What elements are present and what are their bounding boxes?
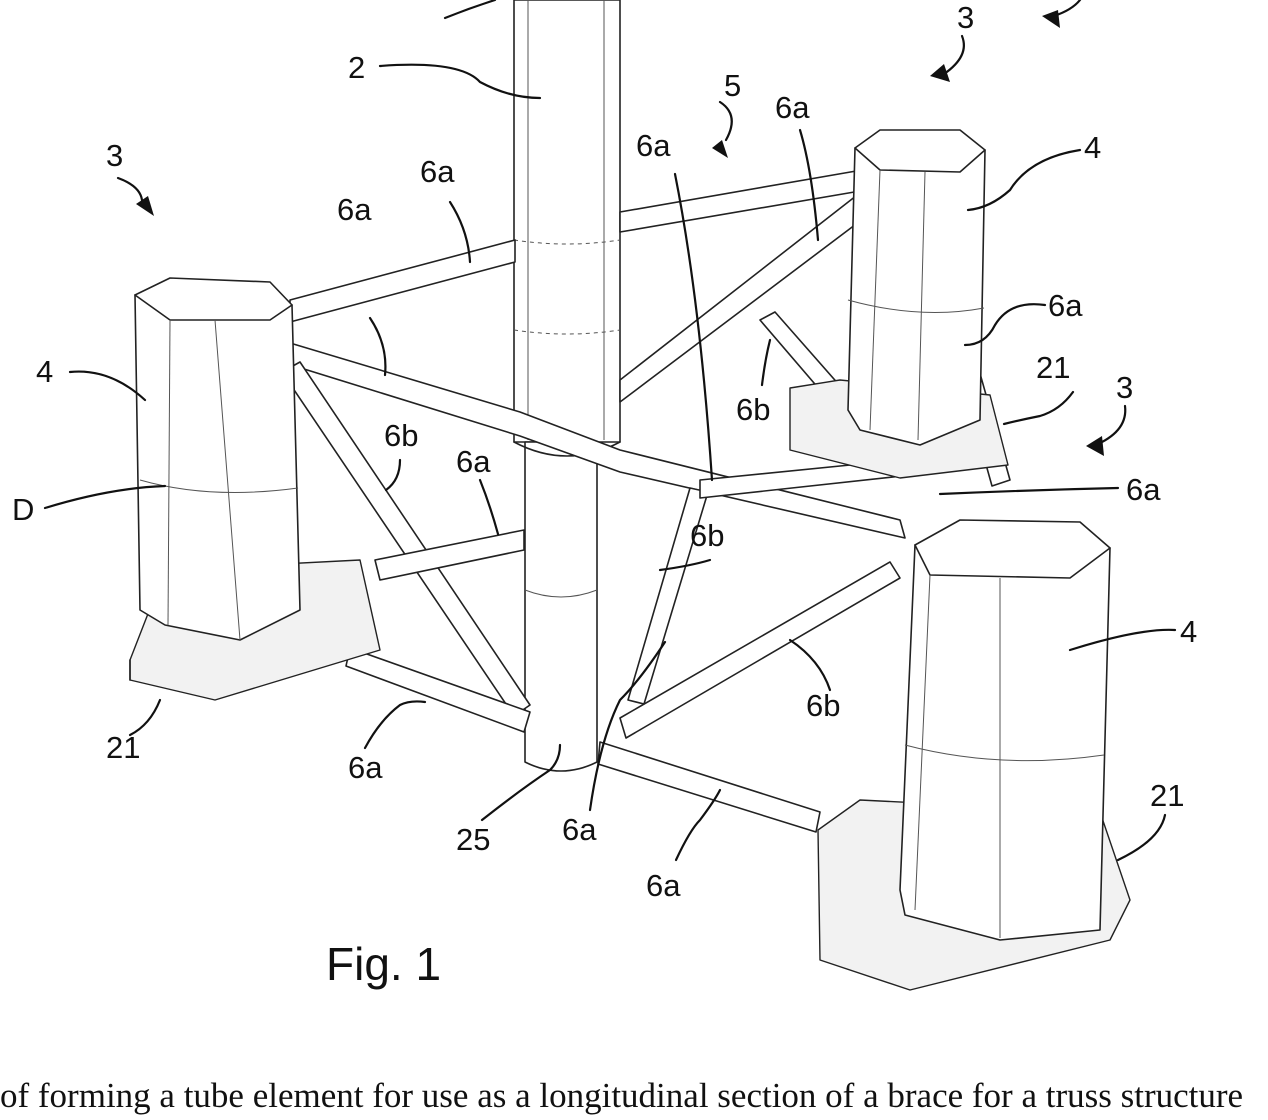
- label-base-right: 21: [1036, 350, 1070, 385]
- label-brace-6b-1: 6b: [384, 418, 418, 453]
- label-node-right-top: 3: [957, 0, 974, 35]
- label-diameter: D: [12, 492, 34, 527]
- label-brace-6b-3: 6b: [690, 518, 724, 553]
- label-node-right-mid: 3: [1116, 370, 1133, 405]
- arrow-left-node: [136, 196, 154, 216]
- label-column-right-front: 4: [1180, 614, 1197, 649]
- label-brace-6a-3: 6a: [636, 128, 671, 163]
- central-tower: [514, 0, 620, 771]
- label-node-left: 3: [106, 138, 123, 173]
- label-brace-6b-2: 6b: [736, 392, 770, 427]
- label-brace-6a-1: 6a: [420, 154, 455, 189]
- label-brace-6a-9: 6a: [562, 812, 597, 847]
- arrow-right-mid-node: [1086, 436, 1104, 456]
- arrow-top-corner: [1042, 10, 1060, 28]
- figure-caption: Fig. 1: [326, 938, 441, 990]
- label-base-left: 21: [106, 730, 140, 765]
- body-text-line: of forming a tube element for use as a l…: [0, 1074, 1268, 1118]
- arrow-truss: [712, 140, 728, 158]
- arrow-right-top-node: [930, 64, 950, 82]
- columns: [135, 130, 1110, 940]
- label-truss: 5: [724, 68, 741, 103]
- label-brace-6a-4: 6a: [775, 90, 810, 125]
- label-base-front: 21: [1150, 778, 1184, 813]
- label-column-left: 4: [36, 354, 53, 389]
- label-column-right-top: 4: [1084, 130, 1101, 165]
- label-tower: 2: [348, 50, 365, 85]
- label-brace-6b-4: 6b: [806, 688, 840, 723]
- label-brace-6a-2: 6a: [337, 192, 372, 227]
- label-brace-6a-6: 6a: [456, 444, 491, 479]
- label-brace-6a-5: 6a: [1048, 288, 1083, 323]
- label-brace-6a-8: 6a: [348, 750, 383, 785]
- label-brace-6a-10: 6a: [646, 868, 681, 903]
- label-brace-6a-7: 6a: [1126, 472, 1161, 507]
- label-tower-base: 25: [456, 822, 490, 857]
